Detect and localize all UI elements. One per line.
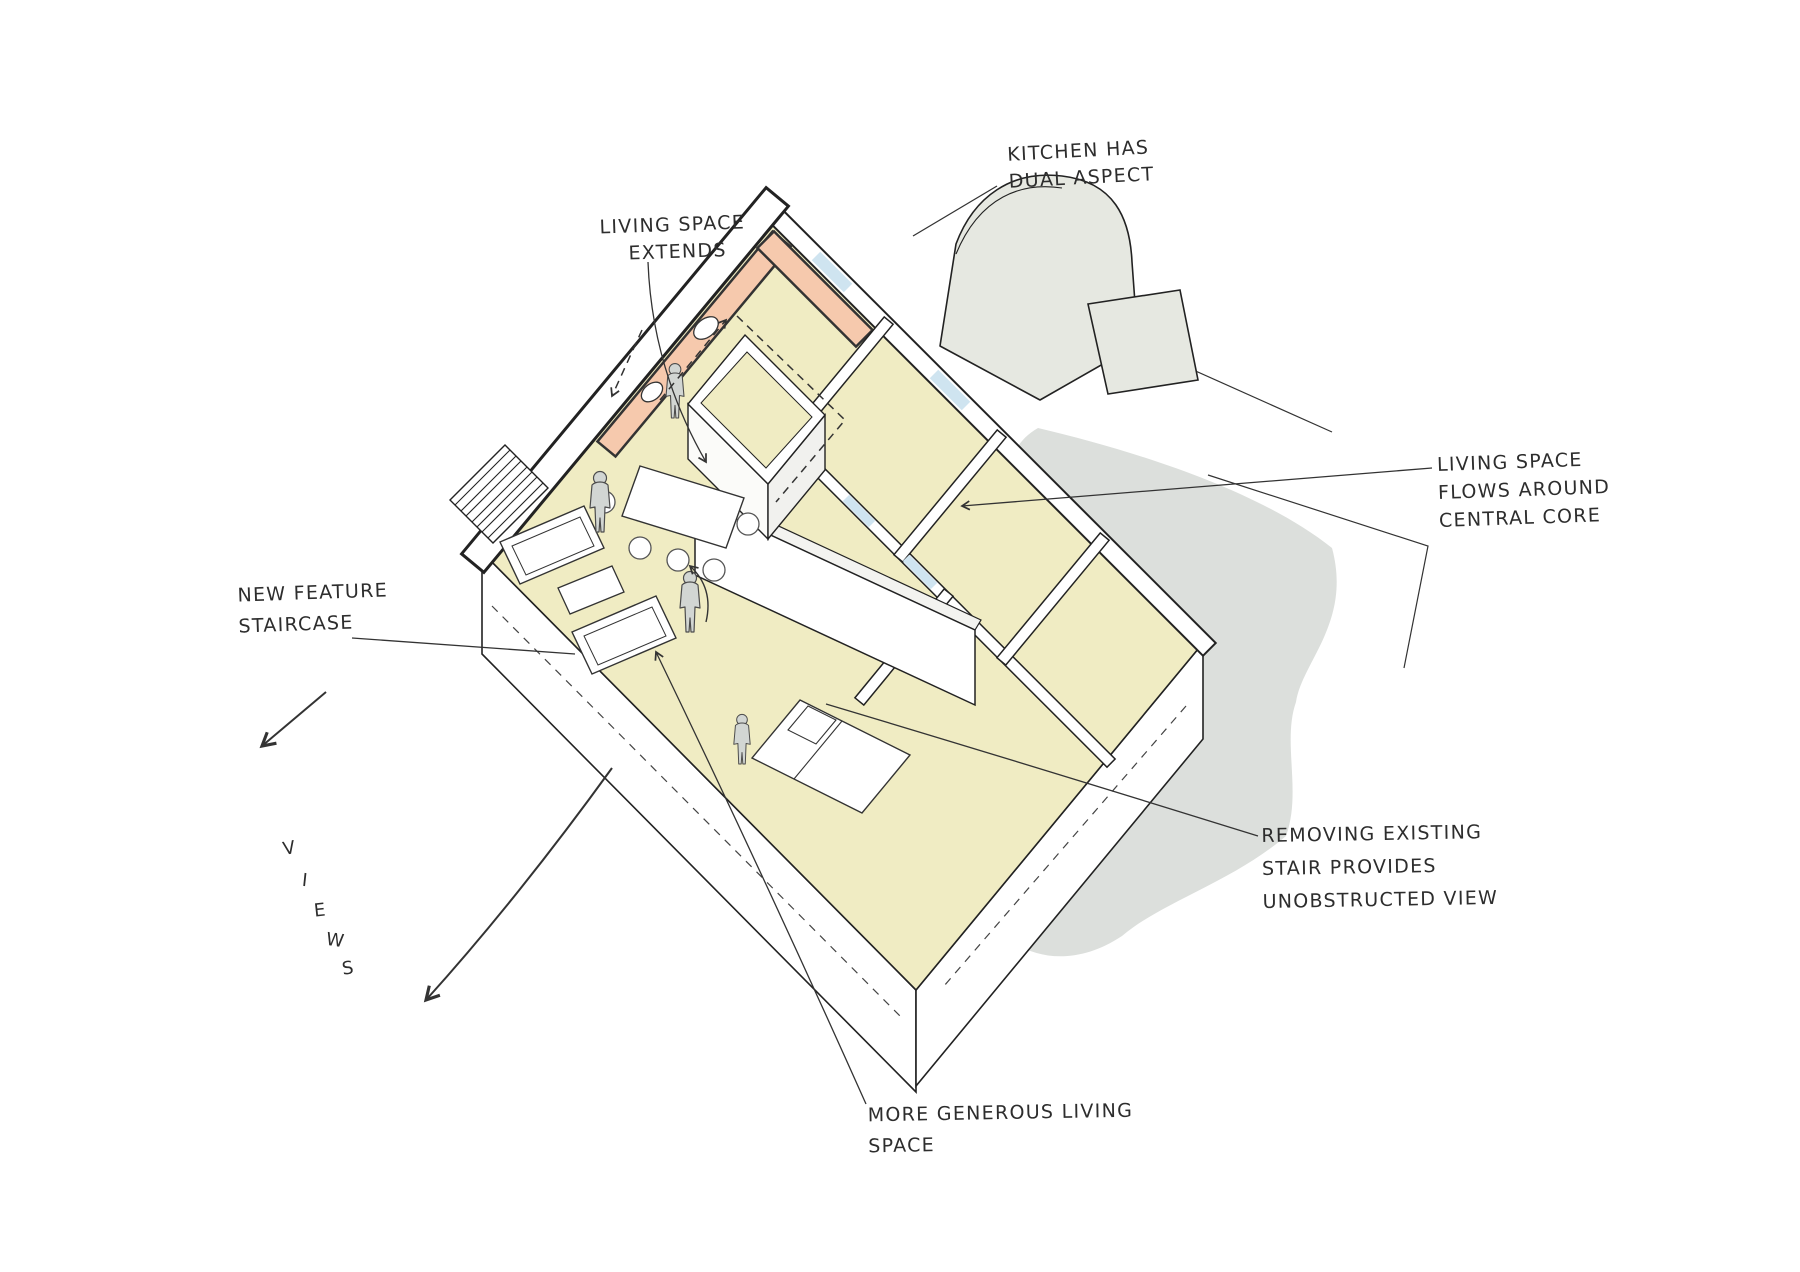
extends-note: LIVING SPACE EXTENDS: [599, 209, 746, 268]
kitchen-sink-icon: [640, 316, 719, 403]
sofa-lower: [571, 595, 677, 675]
removing-note-line2: STAIR PROVIDES: [1261, 855, 1437, 881]
removing-note-line1: REMOVING EXISTING: [1261, 821, 1483, 848]
coffee-table: [557, 565, 625, 615]
views-letter-e: E: [312, 899, 327, 922]
flows-leader: [960, 467, 1433, 511]
arched-roof: [939, 174, 1139, 401]
generous-note-line1: MORE GENEROUS LIVING: [867, 1099, 1134, 1127]
kitchen-leader: [912, 185, 998, 237]
flow-arrow: [688, 564, 709, 623]
kitchen-note: KITCHEN HAS DUAL ASPECT: [1007, 134, 1155, 196]
staircase-note-line1: NEW FEATURE: [237, 579, 389, 607]
removing-note: REMOVING EXISTING STAIR PROVIDES UNOBSTR…: [1261, 816, 1498, 919]
staircase-note-line2: STAIRCASE: [238, 611, 354, 638]
staircase-note: NEW FEATURE STAIRCASE: [237, 575, 390, 642]
flows-note-line3: CENTRAL CORE: [1438, 504, 1602, 532]
generous-note-line2: SPACE: [868, 1134, 936, 1158]
views-letter-w: W: [324, 928, 346, 953]
view-arrow-long: [423, 767, 613, 1003]
generous-leader: [654, 650, 867, 1105]
glass-panels: [811, 251, 971, 590]
flat-roof: [1087, 289, 1199, 395]
flows-note: LIVING SPACE FLOWS AROUND CENTRAL CORE: [1437, 445, 1612, 535]
bed: [750, 699, 912, 814]
leader-lines: [351, 185, 1433, 1105]
staircase-leader: [351, 637, 576, 655]
view-arrow-short: [259, 691, 327, 749]
sofa-upper: [499, 505, 605, 585]
kitchen-counter: [595, 229, 875, 459]
staircase: [449, 444, 549, 544]
removing-leader: [825, 703, 1259, 837]
extends-note-line2: EXTENDS: [628, 239, 728, 265]
view-arrows: [259, 691, 613, 1003]
extends-leader: [647, 261, 707, 464]
removing-note-line3: UNOBSTRUCTED VIEW: [1262, 886, 1499, 914]
generous-note: MORE GENEROUS LIVING SPACE: [867, 1096, 1134, 1163]
